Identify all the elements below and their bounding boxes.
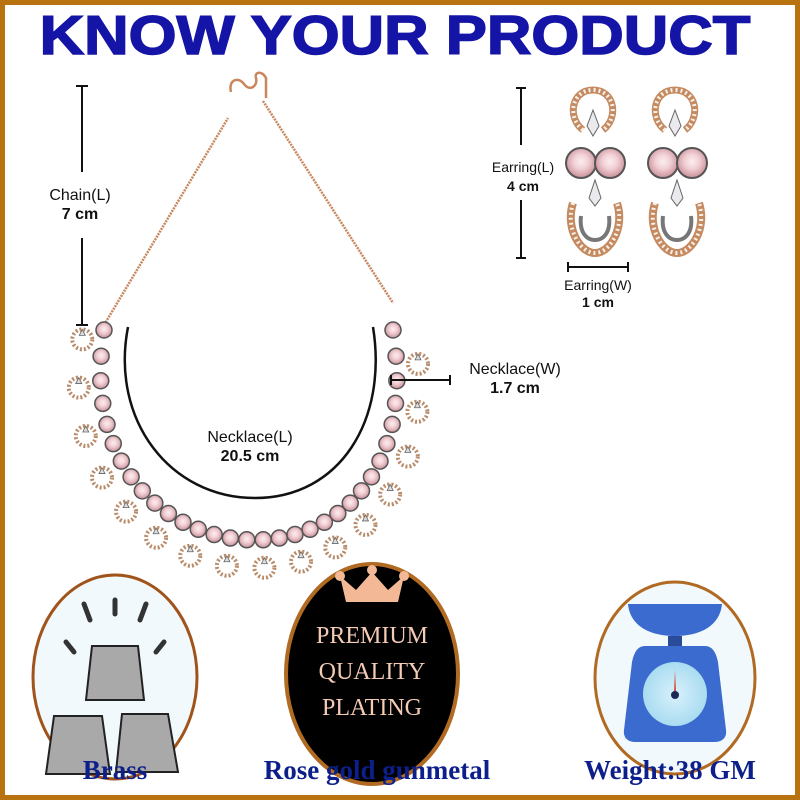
chain-length-name: Chain(L) (49, 187, 111, 204)
feature-label-material: Brass (82, 755, 148, 785)
earring-width-name: Earring(W) (564, 277, 632, 293)
page-title: KNOW YOUR PRODUCT (39, 3, 751, 67)
chain-length-measure (76, 85, 88, 326)
premium-badge-text: PREMIUM QUALITY PLATING (296, 618, 448, 726)
necklace-chain (102, 71, 395, 326)
earring-left (565, 86, 626, 258)
necklace-length-name: Necklace(L) (207, 429, 293, 446)
earring-length-measure (516, 87, 526, 259)
earring-width-value: 1 cm (582, 294, 614, 310)
brass-bars-icon (31, 573, 199, 781)
necklace-length-arc (123, 326, 377, 500)
premium-line-2: QUALITY (318, 659, 426, 685)
necklace-length-value: 20.5 cm (220, 448, 280, 465)
crown-icon (284, 562, 460, 786)
necklace-length-label: Necklace(L) 20.5 cm (185, 428, 315, 466)
premium-line-1: PREMIUM (315, 623, 429, 649)
earring-length-value: 4 cm (507, 178, 539, 194)
necklace-width-label: Necklace(W) 1.7 cm (450, 360, 580, 398)
earring-width-label: Earring(W) 1 cm (550, 277, 646, 311)
necklace-width-name: Necklace(W) (469, 361, 561, 378)
necklace-stones (66, 321, 431, 580)
earring-right (647, 86, 708, 258)
earring-width-measure (567, 262, 629, 272)
necklace-width-value: 1.7 cm (490, 380, 540, 397)
chain-length-value: 7 cm (61, 206, 99, 223)
feature-label-weight: Weight:38 GM (584, 755, 756, 785)
weighing-scale-icon (593, 580, 757, 776)
feature-label-plating: Rose gold gunmetal (263, 755, 491, 785)
premium-line-3: PLATING (322, 695, 422, 721)
earring-length-label: Earring(L) 4 cm (478, 158, 568, 196)
chain-length-label: Chain(L) 7 cm (30, 186, 130, 224)
earring-length-name: Earring(L) (491, 159, 555, 175)
necklace-width-measure (390, 375, 451, 385)
